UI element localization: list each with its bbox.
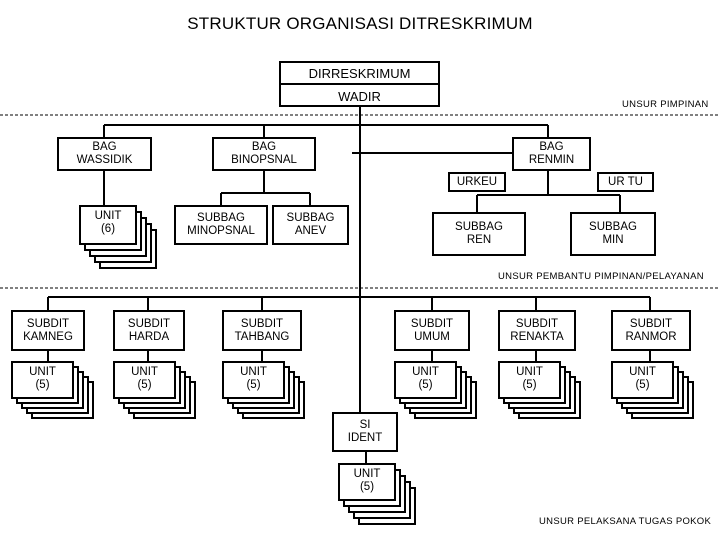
box-line: UNIT	[240, 366, 267, 378]
box-line: UNIT	[629, 366, 656, 378]
box-line: HARDA	[128, 330, 170, 343]
bag-binopsnal-box: BAG BINOPSNAL	[212, 137, 316, 171]
box-line: SUBDIT	[629, 317, 673, 330]
box-line: (5)	[635, 379, 650, 391]
subbag-ren-box: SUBBAG REN	[432, 212, 526, 256]
subdit-kamneg-box: SUBDIT KAMNEG	[11, 310, 85, 351]
box-line: SUBBAG	[286, 212, 335, 224]
box-line: (6)	[100, 223, 116, 235]
box-line: WASSIDIK	[76, 154, 133, 166]
urkeu-box: URKEU	[448, 172, 506, 192]
box-line: TAHBANG	[234, 330, 290, 343]
box-line: RENMIN	[528, 154, 575, 166]
box-line: MINOPSNAL	[187, 225, 255, 237]
box-line: RANMOR	[625, 330, 677, 343]
box-line: (5)	[359, 481, 375, 493]
bag-wassidik-box: BAG WASSIDIK	[57, 137, 152, 171]
zone-label-pembantu: UNSUR PEMBANTU PIMPINAN/PELAYANAN	[498, 271, 704, 282]
subbag-minopsnal-box: SUBBAG MINOPSNAL	[174, 205, 268, 245]
unit-box: UNIT(5)	[394, 361, 457, 399]
page-title: STRUKTUR ORGANISASI DITRESKRIMUM	[187, 14, 533, 33]
subdit-ranmor-box: SUBDIT RANMOR	[611, 310, 691, 351]
zone-label-pimpinan: UNSUR PIMPINAN	[622, 99, 709, 110]
subdit-umum-box: SUBDIT UMUM	[394, 310, 470, 351]
bag-renmin-box: BAG RENMIN	[512, 137, 591, 171]
box-line: SUBBAG	[197, 212, 245, 224]
box-line: UR TU	[608, 175, 643, 188]
box-line: UNIT	[353, 468, 381, 480]
box-line: (5)	[137, 379, 152, 391]
box-line: UNIT	[516, 366, 543, 378]
box-line: SUBDIT	[26, 317, 70, 330]
box-line: SUBDIT	[515, 317, 559, 330]
unit-box: UNIT(5)	[611, 361, 674, 399]
box-line: REN	[466, 234, 492, 246]
box-line: UNIT	[412, 366, 439, 378]
unit-box: UNIT(5)	[113, 361, 176, 399]
unit-box: UNIT(5)	[11, 361, 74, 399]
dirreskrimum-box: DIRRESKRIMUM WADIR	[279, 61, 440, 107]
subdit-tahbang-box: SUBDIT TAHBANG	[222, 310, 302, 351]
box-line: (5)	[522, 379, 537, 391]
box-line: BAG	[92, 141, 117, 153]
box-line: SUBDIT	[410, 317, 454, 330]
box-line: SI	[359, 419, 371, 431]
box-line: (5)	[246, 379, 261, 391]
subbag-anev-box: SUBBAG ANEV	[272, 205, 349, 245]
box-line: KAMNEG	[23, 330, 73, 343]
wadir-label: WADIR	[338, 88, 381, 104]
box-line: SUBDIT	[127, 317, 171, 330]
box-line: BAG	[251, 141, 277, 153]
box-line: (5)	[418, 379, 433, 391]
box-line: UNIT	[94, 210, 122, 222]
box-line: BINOPSNAL	[231, 154, 297, 166]
connector-group	[47, 107, 651, 463]
box-line: UNIT	[131, 366, 158, 378]
box-line: (5)	[35, 379, 50, 391]
box-line: ANEV	[294, 225, 327, 237]
box-line: UMUM	[414, 330, 450, 343]
box-line: RENAKTA	[510, 330, 564, 343]
box-line: BAG	[539, 141, 564, 153]
subdit-renakta-box: SUBDIT RENAKTA	[498, 310, 576, 351]
box-line: SUBDIT	[240, 317, 284, 330]
box-line: UNIT	[29, 366, 56, 378]
zone-dividers	[0, 114, 720, 289]
zone-label-pelaksana: UNSUR PELAKSANA TUGAS POKOK	[539, 516, 712, 527]
unit-box: UNIT(6)	[79, 205, 137, 245]
box-line: MIN	[602, 234, 624, 246]
box-line: IDENT	[347, 432, 383, 444]
urtu-box: UR TU	[597, 172, 654, 192]
unit-box: UNIT(5)	[338, 463, 396, 501]
unit-box: UNIT(5)	[498, 361, 561, 399]
box-line: SUBBAG	[589, 221, 637, 233]
unit-box: UNIT(5)	[222, 361, 285, 399]
subbag-min-box: SUBBAG MIN	[570, 212, 656, 256]
dirreskrimum-label: DIRRESKRIMUM	[281, 63, 438, 85]
subdit-harda-box: SUBDIT HARDA	[113, 310, 185, 351]
si-ident-box: SI IDENT	[332, 412, 398, 452]
box-line: URKEU	[456, 175, 498, 188]
box-line: SUBBAG	[455, 221, 503, 233]
